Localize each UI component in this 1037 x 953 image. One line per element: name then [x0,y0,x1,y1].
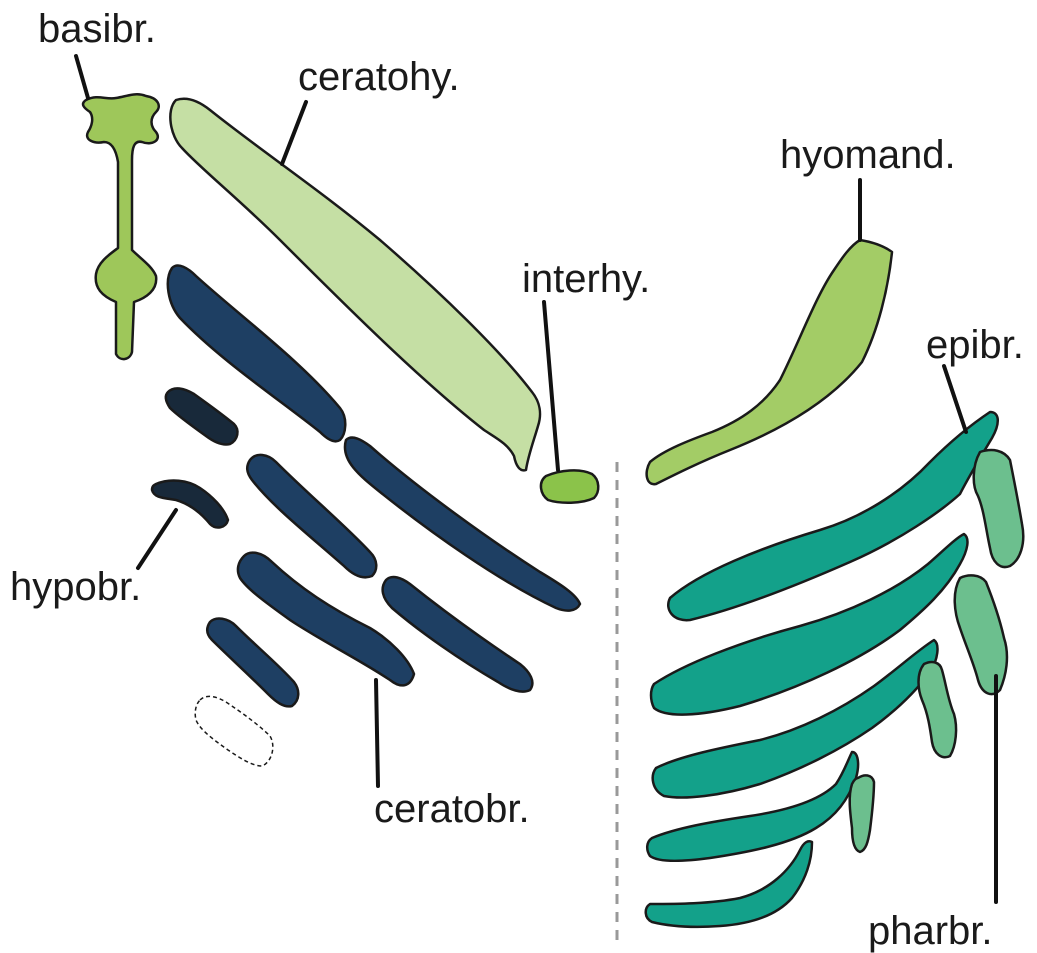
basibr-leader [76,56,88,98]
label-pharbr: pharbr. [868,909,993,953]
ceratohyal-bone [170,99,540,471]
label-ceratohy: ceratohy. [298,55,460,99]
label-epibr: epibr. [926,323,1024,367]
basibranchial-bone [83,94,159,359]
hypobranchial-2 [152,481,228,528]
hypobranchial-1 [166,388,238,444]
label-hyomand: hyomand. [780,133,956,177]
hyomandibula-bone [647,240,892,484]
pharyngobranchial-1 [974,450,1024,567]
interhy-leader [544,302,558,470]
ceratobranchial-4 [207,619,298,707]
hypobr-leader [138,510,176,568]
ceratobr-leader [376,680,378,786]
pharyngobranchial-4 [850,775,874,852]
interhyal-bone [541,470,598,502]
label-ceratobr: ceratobr. [374,787,530,831]
label-basibr: basibr. [38,7,156,51]
ceratohy-leader [282,102,306,164]
pharyngobranchial-2 [955,575,1007,694]
epibr-leader [944,366,966,432]
label-hypobr: hypobr. [10,565,141,609]
label-interhy: interhy. [522,257,650,301]
ceratobranchial-1-distal [345,438,580,611]
ceratobranchial-5-outline [195,696,273,766]
pharyngobranchial-3 [919,662,957,757]
